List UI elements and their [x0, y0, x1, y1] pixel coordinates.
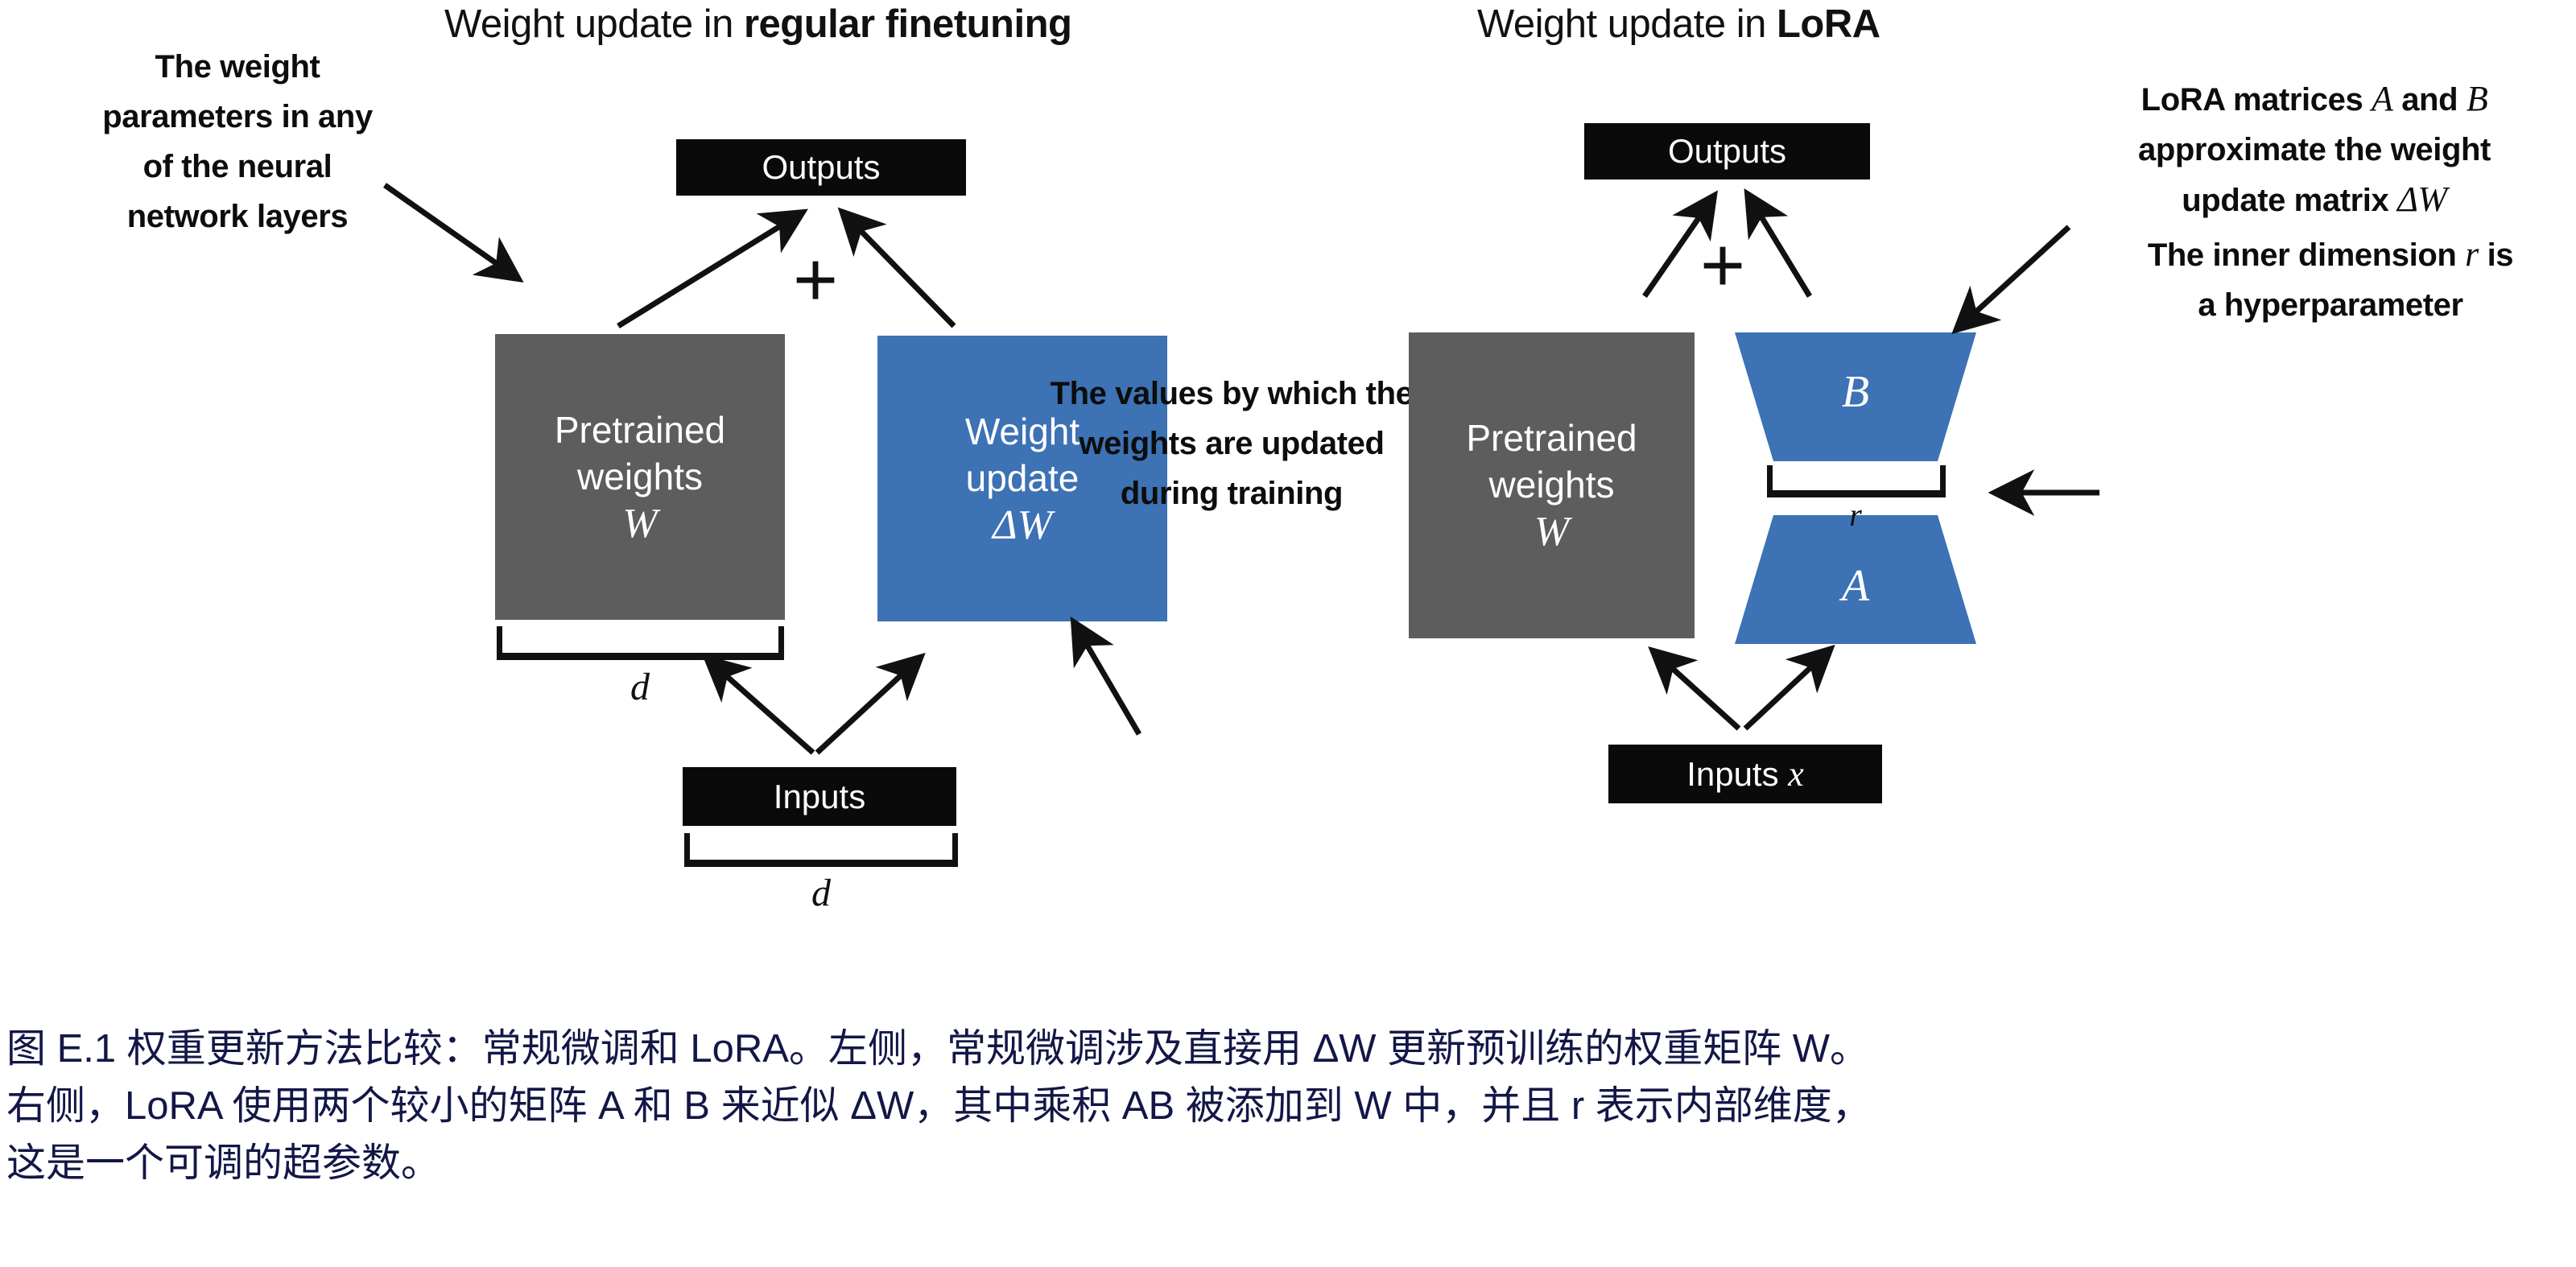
- dimension-brace-d-weights: [497, 626, 784, 660]
- box-label: Outputs: [1667, 132, 1787, 170]
- dimension-label-r: r: [1849, 497, 1862, 533]
- box-label-variable-w: W: [622, 500, 658, 547]
- box-label-variable-x: x: [1788, 753, 1804, 794]
- box-inputs-regular: Inputs: [683, 767, 956, 826]
- box-label-line1: Weight: [964, 410, 1080, 452]
- callout-weight-parameters: The weight parameters in any of the neur…: [76, 42, 398, 241]
- arrow-values-callout-to-weightupdate: [1070, 616, 1142, 736]
- callout-line: parameters in any: [102, 99, 373, 134]
- callout-variable-delta-w: ΔW: [2397, 180, 2447, 219]
- callout-text: and: [2392, 82, 2467, 118]
- box-label-line1: Pretrained: [1466, 417, 1637, 459]
- callout-text: update matrix: [2182, 183, 2398, 218]
- callout-variable-b: B: [2466, 79, 2488, 118]
- box-pretrained-weights-regular: Pretrained weights W: [495, 334, 785, 620]
- callout-variable-a: A: [2372, 79, 2393, 118]
- arrow-inputs-to-pretrained-regular: [702, 654, 815, 755]
- dimension-label-d-weights: d: [630, 666, 650, 708]
- dimension-brace-r: [1767, 465, 1946, 497]
- trapezoid-matrix-a: A: [1735, 515, 1976, 644]
- arrow-weightupdate-to-outputs-regular: [837, 207, 956, 328]
- box-label-line2: weights: [1488, 464, 1615, 506]
- trapezoid-label-a: A: [1841, 561, 1870, 611]
- callout-line: The weight: [155, 49, 320, 85]
- trapezoid-matrix-b: B: [1735, 332, 1976, 461]
- box-inputs-lora: Inputs x: [1608, 745, 1882, 803]
- arrow-inputs-to-weightupdate-regular: [815, 652, 926, 755]
- panel-title-regular-finetuning: Weight update in regular finetuning: [444, 2, 1072, 47]
- box-label-variable-delta-w: ΔW: [993, 501, 1052, 548]
- dimension-label-d-inputs: d: [811, 872, 831, 914]
- panel-title-emphasis: regular finetuning: [743, 2, 1072, 46]
- box-label: Outputs: [762, 148, 881, 186]
- callout-text: The inner dimension: [2147, 237, 2466, 273]
- callout-line: network layers: [126, 199, 349, 234]
- arrow-weight-params-to-box: [382, 183, 524, 283]
- box-label-variable-w: W: [1534, 509, 1570, 555]
- panel-title-lora: Weight update in LoRA: [1477, 2, 1880, 47]
- callout-line: of the neural: [142, 149, 332, 184]
- box-label-line2: weights: [577, 455, 703, 497]
- panel-title-emphasis: LoRA: [1776, 2, 1880, 46]
- callout-line: weights are updated: [1079, 426, 1385, 461]
- box-outputs-lora: Outputs: [1584, 123, 1870, 180]
- callout-line: The values by which the: [1050, 376, 1414, 411]
- arrow-inputs-to-pretrained-lora: [1648, 646, 1741, 731]
- box-pretrained-weights-lora: Pretrained weights W: [1409, 332, 1695, 638]
- box-label-line1: Pretrained: [554, 408, 726, 451]
- arrow-lora-callout-to-b: [1951, 225, 2071, 335]
- callout-values-updated: The values by which the weights are upda…: [1030, 369, 1433, 518]
- trapezoid-label-b: B: [1841, 367, 1870, 417]
- box-label-line2: update: [965, 456, 1080, 499]
- callout-line: update matrix ΔW: [2081, 175, 2548, 225]
- box-weight-update-regular: Weight update ΔW: [877, 336, 1167, 621]
- panel-title-prefix: Weight update in: [444, 2, 744, 46]
- dimension-brace-d-inputs: [684, 833, 958, 867]
- box-label: Inputs x: [1686, 750, 1804, 799]
- callout-line: approximate the weight: [2138, 132, 2491, 167]
- callout-inner-dimension: The inner dimension r is a hyperparamete…: [2117, 229, 2544, 330]
- figure-caption: 图 E.1 权重更新方法比较：常规微调和 LoRA。左侧，常规微调涉及直接用 Δ…: [6, 1027, 1872, 1185]
- callout-variable-r: r: [2465, 234, 2479, 274]
- callout-line: during training: [1120, 476, 1344, 511]
- callout-line: The inner dimension r is: [2117, 229, 2544, 280]
- callout-line: LoRA matrices A and B: [2081, 74, 2548, 125]
- plus-operator-lora: +: [1700, 222, 1746, 308]
- plus-operator-regular: +: [793, 237, 839, 323]
- callout-text: LoRA matrices: [2140, 82, 2372, 118]
- box-outputs-regular: Outputs: [676, 139, 966, 196]
- callout-line: a hyperparameter: [2198, 287, 2463, 323]
- callout-lora-matrices: LoRA matrices A and B approximate the we…: [2081, 74, 2548, 225]
- arrow-b-to-outputs-lora: [1744, 188, 1812, 298]
- box-label-text: Inputs: [1686, 754, 1789, 793]
- arrow-inputs-to-a-lora: [1743, 644, 1835, 731]
- callout-text: is: [2478, 237, 2514, 273]
- box-label: Inputs: [773, 777, 866, 815]
- panel-title-prefix: Weight update in: [1477, 2, 1777, 46]
- arrow-pretrained-to-outputs-regular: [617, 208, 808, 328]
